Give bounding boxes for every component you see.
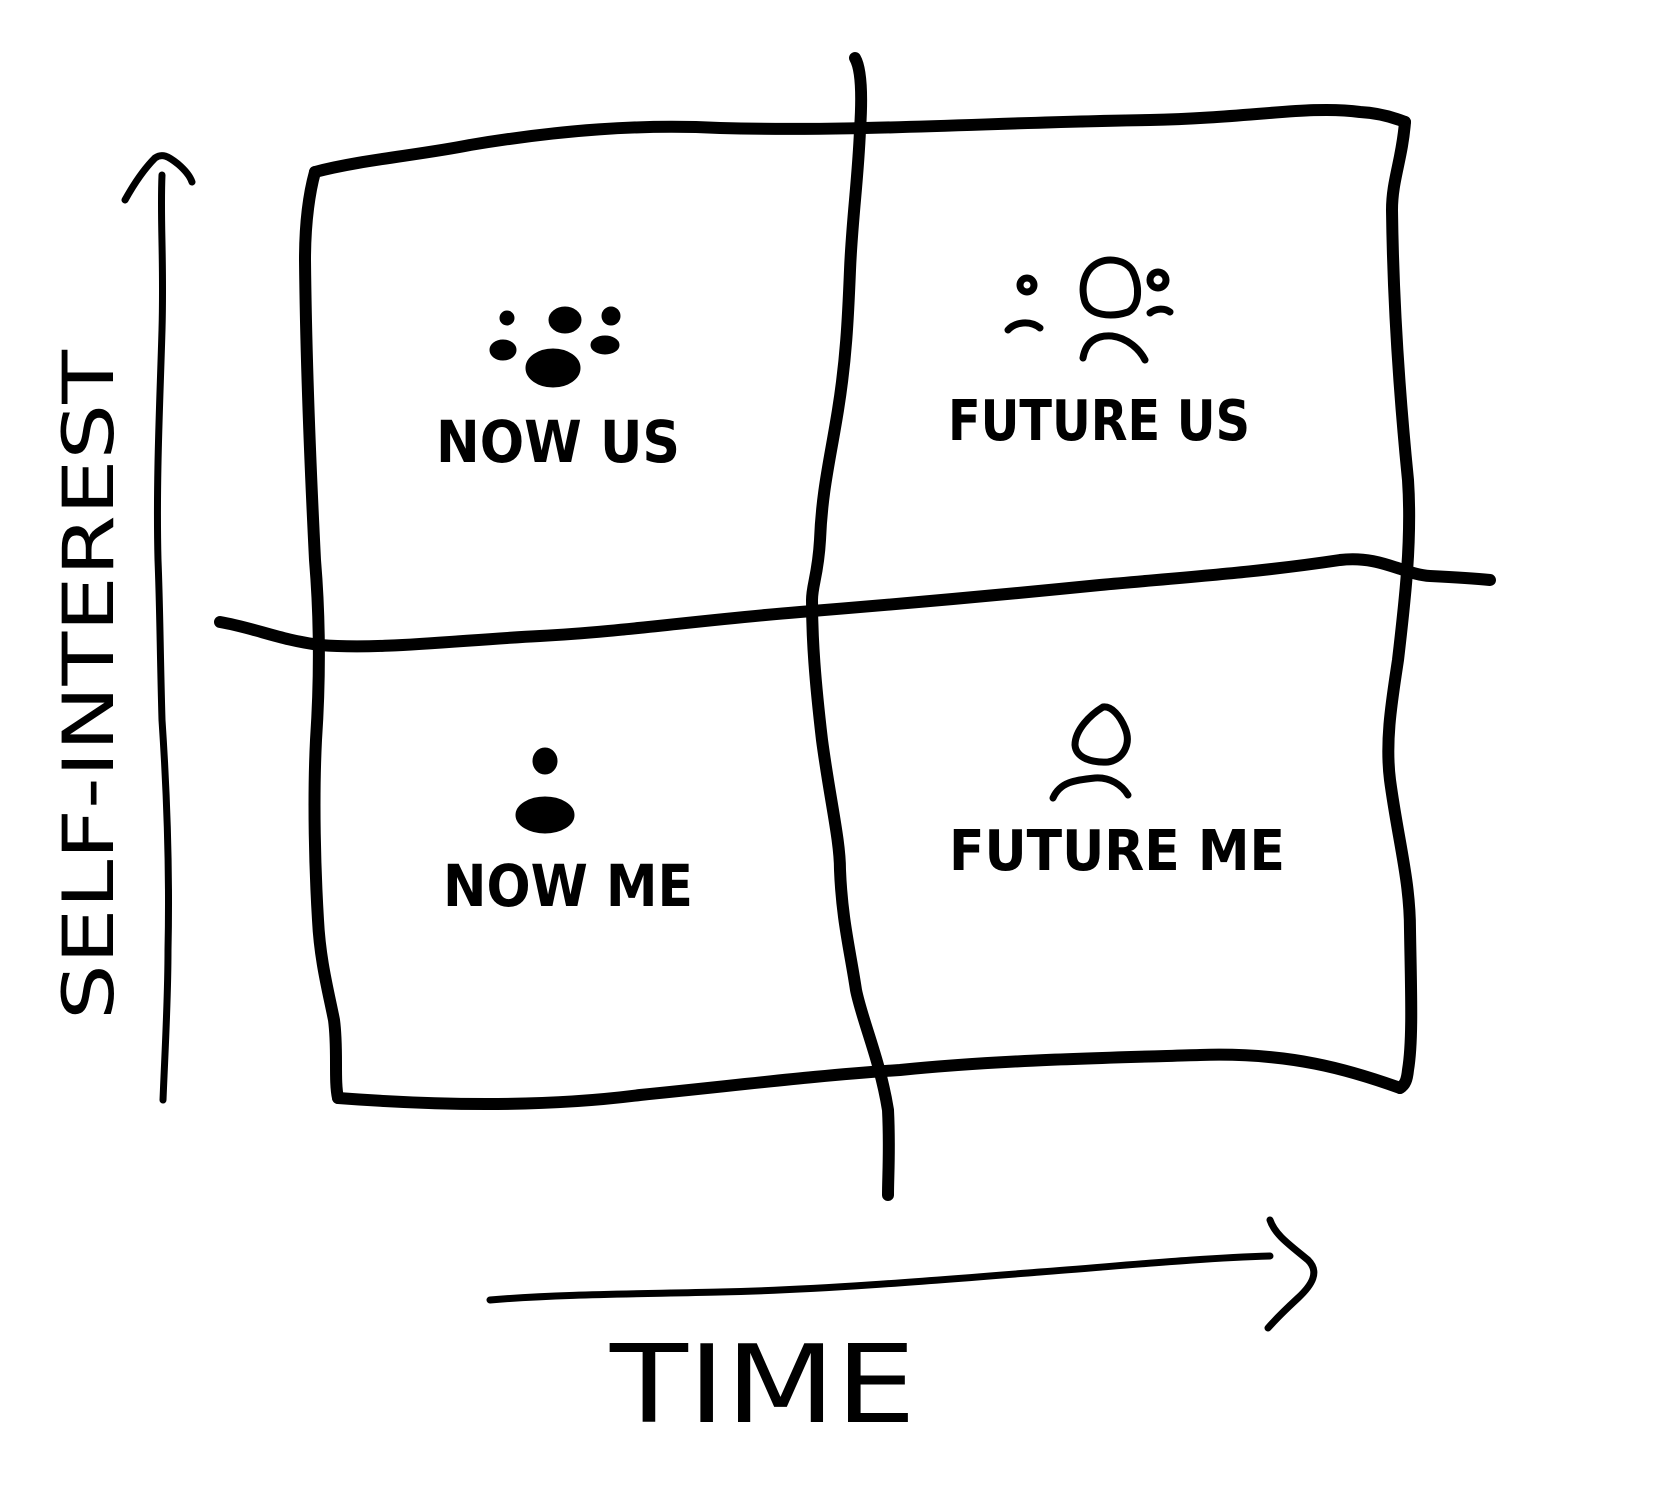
person-filled-icon <box>515 747 575 834</box>
grid-top-border <box>309 103 1411 178</box>
y-axis-arrowhead <box>121 152 196 204</box>
grid-horizontal-divider <box>214 553 1496 653</box>
group-filled-icon <box>489 306 621 388</box>
quadrant-label-now-me: NOW ME <box>443 852 693 920</box>
quadrant-label-future-us: FUTURE US <box>948 389 1250 454</box>
x-axis-arrow-shaft <box>486 1252 1274 1304</box>
quadrant-label-now-us: NOW US <box>436 408 680 476</box>
person-outline-icon <box>1049 703 1132 802</box>
grid-bottom-border <box>332 1048 1406 1110</box>
grid-vertical-divider <box>806 52 895 1201</box>
grid-left-border <box>299 166 344 1104</box>
y-axis-arrow-shaft <box>153 171 173 1104</box>
x-axis-label: TIME <box>609 1323 916 1448</box>
grid-right-border <box>1382 116 1418 1094</box>
x-axis-arrowhead <box>1264 1216 1318 1332</box>
quadrant-label-future-me: FUTURE ME <box>949 819 1285 884</box>
y-axis-label: SELF-INTEREST <box>48 350 130 1020</box>
group-outline-icon <box>1004 256 1174 364</box>
